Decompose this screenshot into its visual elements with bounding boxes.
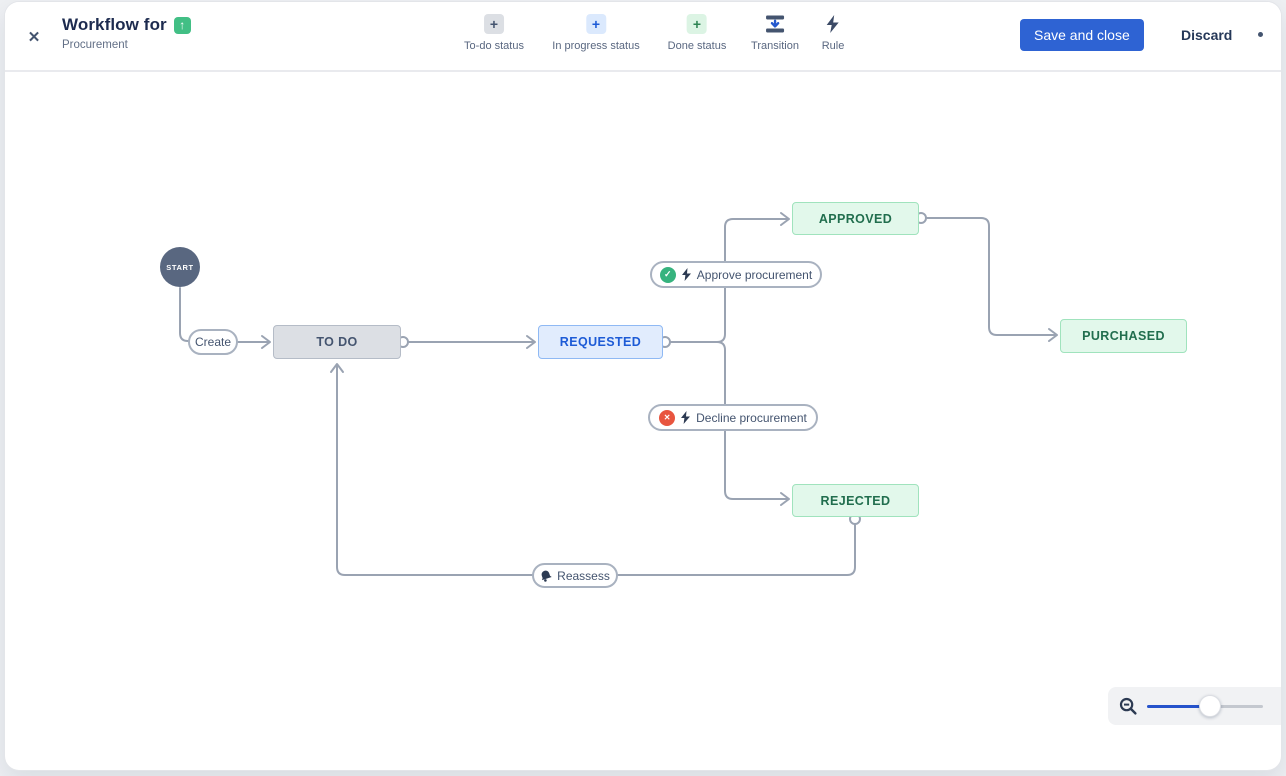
tool-label: To-do status [464, 40, 524, 52]
arrowhead-into-requested [526, 335, 536, 349]
zoom-slider-thumb[interactable] [1199, 695, 1221, 717]
tool-label: In progress status [552, 40, 640, 52]
close-icon[interactable]: ✕ [27, 29, 41, 46]
transition-icon [765, 15, 784, 33]
rule-lightning-icon [681, 411, 691, 424]
discard-button[interactable]: Discard [1173, 19, 1240, 51]
transition-create[interactable]: Create [188, 329, 238, 355]
project-avatar-up-arrow-icon: ↑ [173, 16, 191, 34]
edge-rejected-todo [336, 365, 856, 576]
plus-icon: + [586, 14, 606, 34]
transition-decline-procurement[interactable]: ✕ Decline procurement [648, 404, 818, 431]
transition-label: Approve procurement [696, 267, 813, 282]
zoom-slider[interactable] [1147, 694, 1263, 718]
transition-approve-procurement[interactable]: ✓ Approve procurement [650, 261, 822, 288]
transition-label: Decline procurement [696, 410, 807, 425]
rule-lightning-icon [681, 268, 691, 281]
zoom-out-magnifier-icon[interactable] [1119, 697, 1138, 716]
failure-cross-icon: ✕ [659, 409, 676, 426]
zoom-slider-track [1215, 704, 1263, 708]
plus-icon: + [686, 14, 707, 34]
zoom-control-panel [1108, 687, 1281, 725]
status-node-requested[interactable]: REQUESTED [538, 325, 663, 359]
workflow-subtitle: Procurement [62, 39, 128, 51]
zoom-slider-fill [1147, 704, 1210, 708]
status-node-to-do[interactable]: TO DO [273, 325, 401, 359]
transition-label: Create [194, 335, 232, 349]
transition-label: Reassess [557, 568, 610, 583]
arrowhead-into-todo-bottom [330, 363, 344, 373]
status-node-purchased[interactable]: PURCHASED [1060, 319, 1187, 353]
tool-label: Transition [751, 40, 799, 52]
start-node[interactable]: START [160, 247, 200, 287]
add-transition-button[interactable]: Transition [751, 14, 799, 52]
lightning-bolt-icon [827, 15, 839, 33]
notification-bell-icon [541, 570, 552, 582]
add-done-status-button[interactable]: + Done status [667, 14, 727, 52]
arrowhead-into-approved [780, 212, 790, 226]
workflow-connectors [179, 212, 1058, 576]
status-node-rejected[interactable]: REJECTED [792, 484, 919, 517]
save-and-close-button[interactable]: Save and close [1020, 19, 1144, 51]
status-node-approved[interactable]: APPROVED [792, 202, 919, 235]
arrowhead-into-todo [261, 335, 271, 349]
transition-reassess[interactable]: Reassess [532, 563, 618, 588]
tool-label: Rule [821, 40, 845, 52]
add-rule-button[interactable]: Rule [821, 14, 845, 52]
more-options-dot[interactable] [1258, 32, 1263, 37]
arrowhead-into-rejected [780, 492, 790, 506]
tool-label: Done status [667, 40, 727, 52]
arrowhead-into-purchased [1048, 328, 1058, 342]
edge-start-create [179, 287, 189, 342]
workflow-editor-window: ✕ Workflow for ↑ Procurement + To-do sta… [5, 2, 1281, 770]
plus-icon: + [483, 14, 504, 34]
success-check-icon: ✓ [659, 266, 676, 283]
editor-header: ✕ Workflow for ↑ Procurement + To-do sta… [5, 2, 1281, 72]
add-todo-status-button[interactable]: + To-do status [464, 14, 524, 52]
page-title: Workflow for [62, 15, 167, 34]
title-block: Workflow for ↑ Procurement [62, 15, 191, 51]
add-inprogress-status-button[interactable]: + In progress status [552, 14, 640, 52]
edge-approved-purchased [925, 217, 1057, 336]
